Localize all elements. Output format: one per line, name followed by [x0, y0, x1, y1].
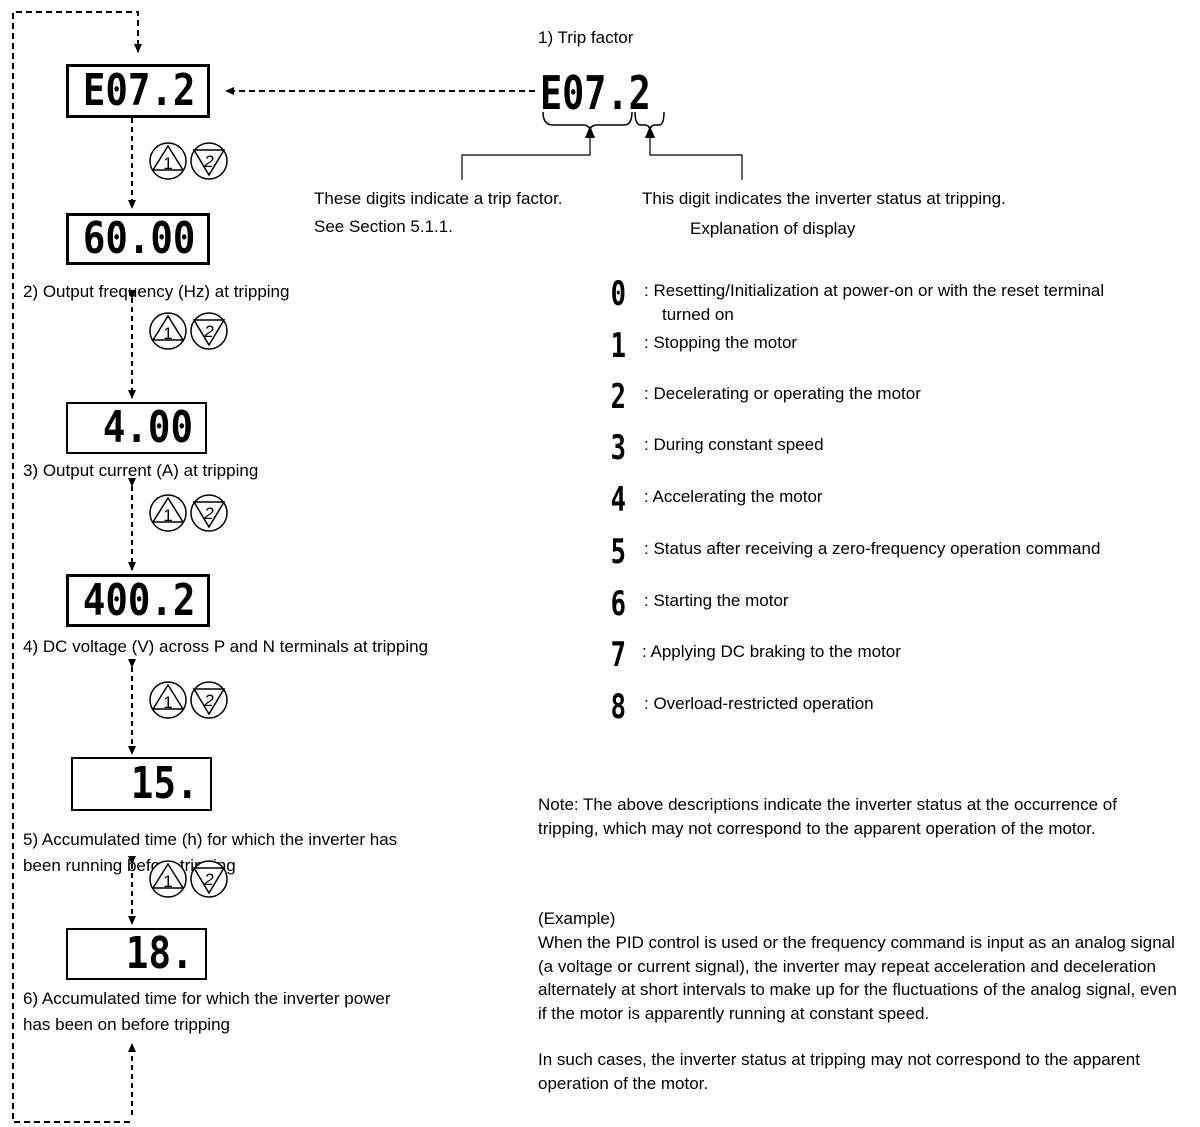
status-description: : Overload-restricted operation — [644, 694, 874, 713]
trip-factor-label-1: These digits indicate a trip factor. — [314, 189, 563, 208]
svg-text:2: 2 — [203, 322, 214, 341]
up-key-icon: 1 — [149, 494, 187, 532]
svg-text:2: 2 — [203, 152, 214, 171]
display-value: 15. — [130, 758, 198, 809]
svg-text:1: 1 — [163, 154, 172, 173]
status-description: : Status after receiving a zero-frequenc… — [644, 539, 1101, 558]
status-description-continued: turned on — [662, 305, 734, 324]
status-digit-label: This digit indicates the inverter status… — [642, 189, 1006, 208]
svg-text:2: 2 — [203, 870, 214, 889]
status-description: : Stopping the motor — [644, 333, 798, 352]
up-key-icon: 1 — [149, 681, 187, 719]
up-key-icon: 1 — [149, 312, 187, 350]
status-digit: 0 — [610, 274, 626, 314]
caption-dc-voltage: 4) DC voltage (V) across P and N termina… — [23, 637, 429, 656]
display-output-current: 4.00 — [66, 402, 207, 454]
caption-power-on-time-1: 6) Accumulated time for which the invert… — [23, 989, 391, 1008]
status-digit: 7 — [610, 635, 626, 675]
example-title: (Example) — [538, 909, 616, 928]
trip-factor-label-2: See Section 5.1.1. — [314, 217, 453, 236]
down-key-icon: 2 — [190, 312, 228, 350]
status-description: : During constant speed — [644, 435, 824, 454]
down-key-icon: 2 — [190, 142, 228, 180]
display-output-frequency: 60.00 — [66, 213, 210, 265]
display-value: 4.00 — [102, 402, 193, 453]
status-description: : Accelerating the motor — [644, 487, 823, 506]
up-key-icon: 1 — [149, 142, 187, 180]
display-power-on-time: 18. — [66, 928, 207, 980]
display-trip-code: E07.2 — [66, 64, 210, 118]
caption-power-on-time-2: has been on before tripping — [23, 1015, 230, 1034]
up-key-icon: 1 — [149, 860, 187, 898]
down-key-icon: 2 — [190, 494, 228, 532]
example-paragraph-2: In such cases, the inverter status at tr… — [538, 1050, 1140, 1093]
svg-text:1: 1 — [163, 324, 172, 343]
status-digit: 1 — [610, 326, 626, 366]
svg-text:1: 1 — [163, 872, 172, 891]
status-description: : Resetting/Initialization at power-on o… — [644, 281, 1105, 300]
status-digit: 8 — [610, 687, 626, 727]
display-running-time: 15. — [71, 757, 212, 811]
example-paragraph-1: When the PID control is used or the freq… — [538, 933, 1177, 1023]
status-digit: 6 — [610, 584, 626, 624]
svg-text:2: 2 — [203, 504, 214, 523]
status-digit: 5 — [610, 532, 626, 572]
svg-text:2: 2 — [203, 691, 214, 710]
status-digit: 3 — [610, 428, 626, 468]
status-digit: 2 — [610, 377, 626, 417]
display-value: 18. — [125, 928, 193, 979]
leader-lines — [461, 134, 743, 180]
display-value: E07.2 — [82, 65, 195, 116]
display-value: 400.2 — [82, 574, 195, 626]
display-dc-voltage: 400.2 — [66, 574, 210, 627]
down-key-icon: 2 — [190, 681, 228, 719]
caption-output-frequency: 2) Output frequency (Hz) at tripping — [23, 282, 290, 301]
down-key-icon: 2 — [190, 860, 228, 898]
loop-return-line — [12, 11, 142, 1123]
trip-factor-caption: 1) Trip factor — [538, 28, 634, 47]
caption-output-current: 3) Output current (A) at tripping — [23, 461, 259, 480]
note-text: Note: The above descriptions indicate th… — [538, 795, 1117, 838]
explanation-title: Explanation of display — [690, 219, 856, 238]
caption-running-time-1: 5) Accumulated time (h) for which the in… — [23, 830, 398, 849]
status-description: : Decelerating or operating the motor — [644, 384, 921, 403]
trip-factor-code: E07.2 — [540, 66, 651, 120]
svg-text:1: 1 — [163, 693, 172, 712]
status-description: : Applying DC braking to the motor — [642, 642, 901, 661]
status-digit: 4 — [610, 480, 626, 520]
status-description: : Starting the motor — [644, 591, 789, 610]
svg-text:1: 1 — [163, 506, 172, 525]
display-value: 60.00 — [82, 213, 195, 264]
